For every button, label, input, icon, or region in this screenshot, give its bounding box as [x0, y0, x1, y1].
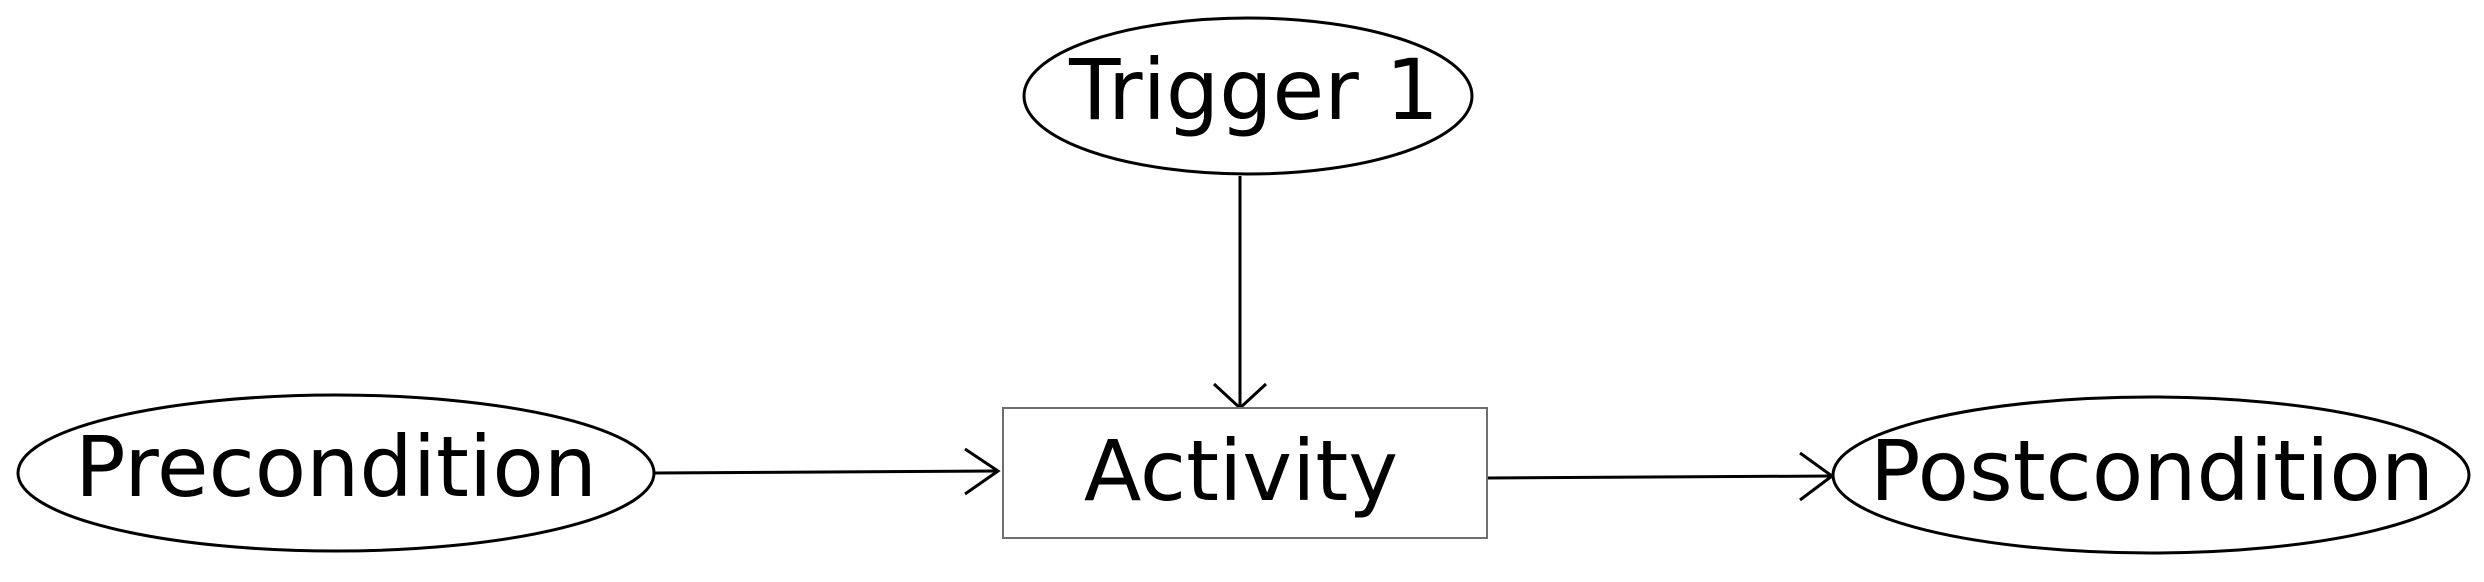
edge-trigger-to-activity — [1212, 176, 1268, 411]
node-trigger-label: Trigger 1 — [1068, 41, 1439, 139]
node-precondition: Precondition — [16, 393, 656, 553]
edge-activity-to-postcondition — [1487, 451, 1835, 502]
edge-precondition-to-activity — [654, 447, 1001, 496]
node-postcondition: Postcondition — [1831, 395, 2471, 555]
node-activity-label: Activity — [1084, 422, 1398, 520]
node-postcondition-label: Postcondition — [1870, 422, 2434, 520]
node-trigger: Trigger 1 — [1022, 16, 1474, 176]
node-activity: Activity — [1002, 407, 1488, 539]
node-precondition-label: Precondition — [75, 418, 597, 516]
